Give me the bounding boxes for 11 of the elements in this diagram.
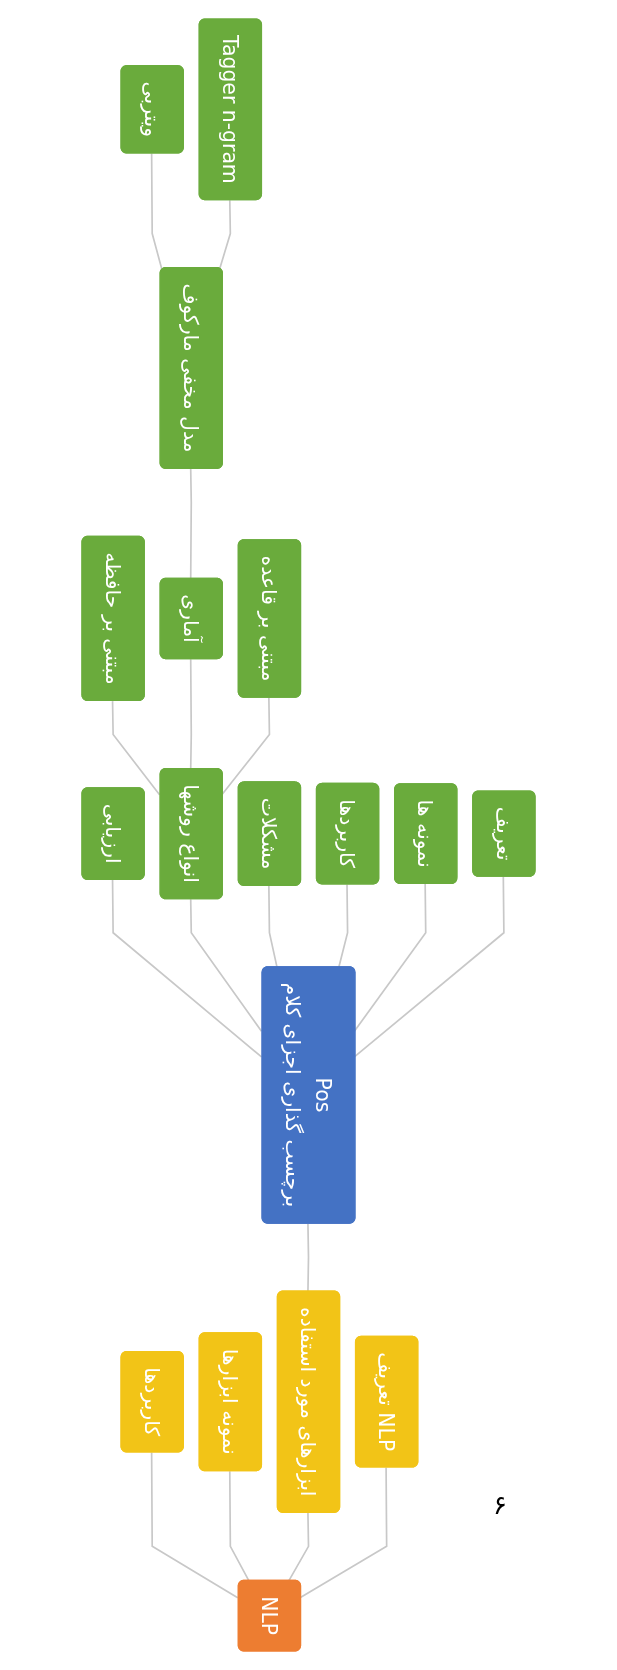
connector: [287, 1512, 310, 1582]
connector: [189, 898, 263, 1033]
connector: [150, 1451, 239, 1599]
connector: [150, 152, 163, 271]
connector: [111, 700, 161, 796]
connector: [228, 1470, 250, 1582]
connector: [111, 879, 263, 1058]
connector: [189, 468, 193, 580]
connector: [189, 658, 193, 770]
connector: [307, 1222, 310, 1293]
page-number: ۶: [493, 1490, 507, 1520]
